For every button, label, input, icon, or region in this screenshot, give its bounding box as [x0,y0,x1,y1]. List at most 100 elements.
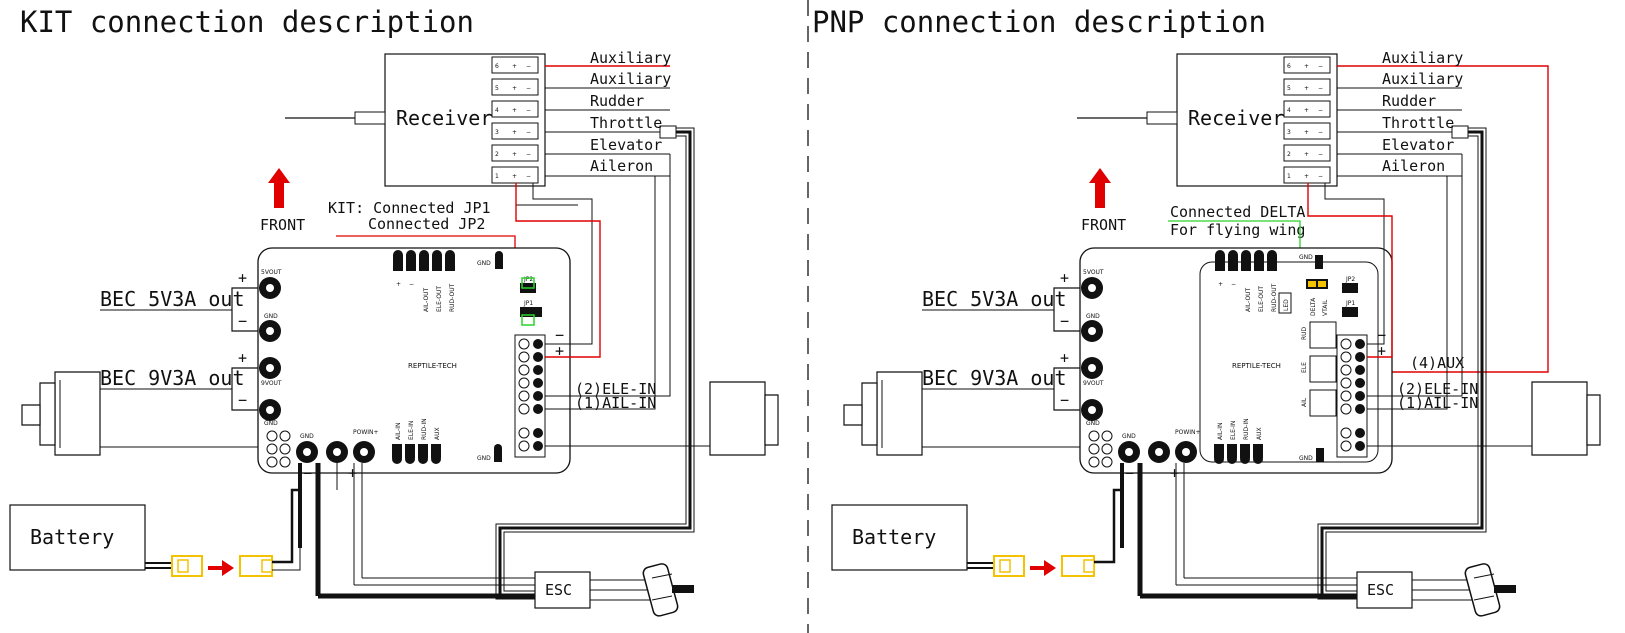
svg-text:ELE-IN: ELE-IN [1230,421,1237,440]
pnp-left-bottom-pins [1088,430,1113,468]
pnp-neg-label: − [1125,464,1134,482]
svg-text:LED: LED [1283,299,1290,311]
svg-text:−: − [526,107,531,114]
kit-bottom-inputs: AIL-IN ELE-IN RUD-IN AUX GND [392,418,502,464]
pnp-ch1-label: Aileron [1382,157,1445,175]
svg-text:GND: GND [1299,254,1313,261]
kit-bec5-label: BEC 5V3A out [100,287,245,311]
svg-text:AIL-IN: AIL-IN [395,422,402,440]
pnp-note-line2: For flying wing [1170,221,1305,239]
svg-text:ELE-IN: ELE-IN [408,421,415,440]
pnp-right-pins [1336,334,1368,458]
pnp-minus-label: − [1377,326,1386,344]
kit-battery-label: Battery [30,525,114,549]
svg-text:2: 2 [495,151,499,158]
svg-text:+: + [1304,85,1309,92]
svg-text:POWIN+: POWIN+ [353,429,379,436]
kit-right-servo [545,381,779,456]
svg-text:AIL-OUT: AIL-OUT [423,287,430,312]
svg-text:ELE-OUT: ELE-OUT [1258,286,1265,312]
svg-text:−: − [1318,173,1323,180]
svg-text:RUD: RUD [1301,326,1308,340]
pnp-bec5-minus: − [1060,312,1069,330]
pnp-bec-posts: 5VOUT GND 9VOUT GND [1081,269,1104,427]
pnp-bec9-plus: + [1060,349,1069,367]
svg-text:6: 6 [1287,63,1291,70]
svg-text:3: 3 [1287,129,1291,136]
kit-connect-arrow-icon [208,560,234,576]
svg-text:ELE: ELE [1301,362,1308,373]
svg-text:RUD-IN: RUD-IN [421,418,428,440]
pnp-board-brand: REPTILE-TECH [1232,362,1281,370]
pnp-motor-wires [1412,579,1472,601]
svg-text:−: − [1231,281,1236,288]
pnp-ele-in-label: (2)ELE-IN [1397,380,1478,398]
kit-plus-label: + [555,342,564,360]
kit-front-label: FRONT [260,216,305,234]
svg-text:9VOUT: 9VOUT [261,380,282,387]
svg-text:+: + [512,129,517,136]
svg-text:5: 5 [1287,85,1291,92]
pnp-bottom-inputs: AIL-IN ELE-IN RUD-IN AUX GND [1214,418,1324,464]
kit-signal-wires [515,154,671,410]
bec9-minus: − [238,391,247,409]
pnp-plus-label: + [1377,342,1386,360]
svg-text:5: 5 [495,85,499,92]
svg-text:+: + [1304,63,1309,70]
svg-text:AIL-OUT: AIL-OUT [1245,287,1252,312]
kit-power-leads [272,463,535,599]
pnp-jumpers: JP2 JP1 [1342,276,1358,317]
kit-power-red-wire [515,183,601,358]
pnp-battery-label: Battery [852,525,936,549]
receiver-box [384,53,546,187]
pnp-ch6-label: Auxiliary [1382,49,1463,67]
svg-text:2: 2 [1287,151,1291,158]
svg-text:+: + [512,173,517,180]
receiver-channel-ports: 6+− 5+− 4+− 3+− 2+− 1+− [491,56,539,184]
pnp-receiver-box [1176,53,1338,187]
svg-text:9VOUT: 9VOUT [1083,380,1104,387]
kit-xt60-connectors [171,555,273,577]
kit-ch2-label: Elevator [590,136,662,154]
svg-text:1: 1 [495,173,499,180]
pnp-bec5-plus: + [1060,269,1069,287]
svg-text:RUD-OUT: RUD-OUT [449,283,456,312]
antenna-base [354,111,386,125]
kit-note-line2: Connected JP2 [368,215,485,233]
svg-text:DELTA: DELTA [1310,297,1317,316]
kit-ail-in-label: (1)AIL-IN [575,394,656,412]
kit-ele-in-label: (2)ELE-IN [575,380,656,398]
svg-text:POWIN+: POWIN+ [1175,429,1201,436]
kit-ch1-label: Aileron [590,157,653,175]
kit-bec9-label: BEC 9V3A out [100,366,245,390]
svg-text:−: − [526,173,531,180]
pnp-bec9-minus: − [1060,391,1069,409]
pnp-channel-lines [1337,87,1462,177]
svg-text:+: + [512,85,517,92]
svg-text:+: + [512,107,517,114]
svg-text:VTAIL: VTAIL [1322,299,1329,316]
pnp-bec5-label: BEC 5V3A out [922,287,1067,311]
svg-text:−: − [1318,129,1323,136]
svg-text:JP1: JP1 [523,300,533,307]
svg-text:GND: GND [1299,455,1313,462]
svg-text:−: − [1318,151,1323,158]
kit-throttle-cable-outline [495,127,695,600]
pnp-xt60-connectors [993,555,1095,577]
pnp-esc-label: ESC [1367,581,1394,599]
svg-text:JP2: JP2 [523,276,533,283]
svg-text:−: − [1318,107,1323,114]
svg-text:GND: GND [1086,313,1100,320]
pnp-panel: PNP connection description Receiver 6+− … [812,5,1601,617]
kit-top-header: +− AIL-OUT ELE-OUT RUD-OUT GND [393,250,503,312]
pnp-battery-box [831,504,968,571]
pnp-receiver-channel-ports: 6+− 5+− 4+− 3+− 2+− 1+− [1283,56,1331,184]
svg-text:6: 6 [495,63,499,70]
svg-text:+: + [1304,151,1309,158]
svg-text:+: + [1304,129,1309,136]
pnp-board [1079,247,1393,474]
pnp-battery-leads [967,562,994,569]
pnp-top-header: +− AIL-OUT ELE-OUT RUD-OUT LED GND DELTA… [1215,250,1329,316]
kit-ch3-label: Throttle [590,114,662,132]
svg-text:+: + [396,281,401,288]
